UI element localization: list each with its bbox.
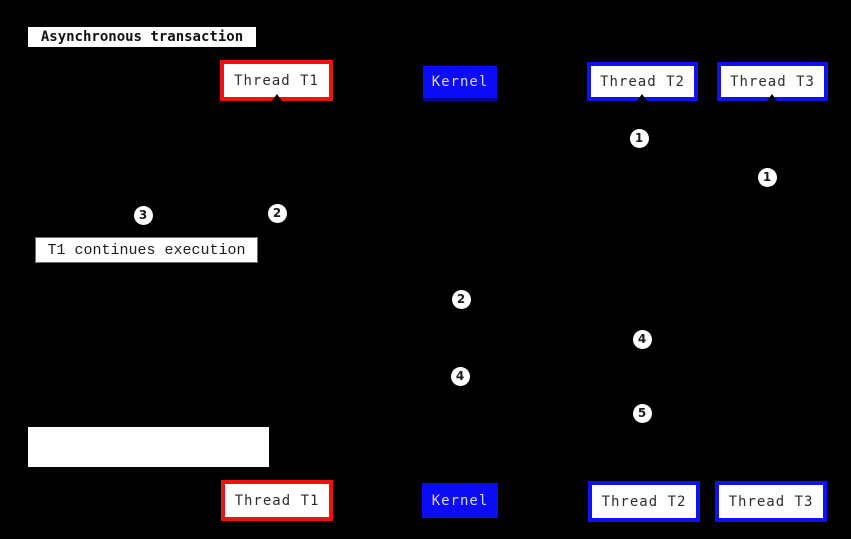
step-marker-2-t1: 2	[267, 203, 287, 223]
step-marker-1-t3: 1	[757, 167, 777, 187]
actor-thread-t3-top-label: Thread T3	[730, 73, 815, 90]
actor-thread-t2-bottom-label: Thread T2	[601, 493, 687, 510]
actor-thread-t2-bottom: Thread T2	[588, 481, 700, 522]
step-marker-5-t2: 5	[632, 403, 652, 423]
actor-thread-t2-top-label: Thread T2	[600, 73, 685, 90]
note-t1-continues: T1 continues execution	[35, 237, 258, 263]
actor-thread-t3-bottom: Thread T3	[715, 481, 827, 522]
actor-thread-t1-bottom: Thread T1	[221, 480, 333, 521]
diagram-title: Asynchronous transaction	[28, 27, 256, 47]
step-marker-4-kernel: 4	[450, 366, 470, 386]
step-marker-3: 3	[133, 205, 153, 225]
lifeline-arrowhead-t1-top-icon	[272, 94, 282, 101]
lifeline-arrowhead-t3-top-icon	[767, 94, 777, 101]
actor-thread-t1-top-label: Thread T1	[234, 72, 319, 89]
step-marker-4-t2: 4	[632, 329, 652, 349]
step-marker-1-t2: 1	[629, 128, 649, 148]
note-blank	[28, 427, 269, 467]
actor-thread-t3-bottom-label: Thread T3	[728, 493, 814, 510]
actor-kernel-bottom: Kernel	[422, 483, 498, 518]
actor-kernel-top: Kernel	[423, 66, 497, 101]
step-marker-2-kernel: 2	[451, 289, 471, 309]
note-t1-continues-label: T1 continues execution	[47, 241, 246, 259]
lifeline-arrowhead-t2-top-icon	[637, 94, 647, 101]
actor-thread-t1-bottom-label: Thread T1	[234, 492, 320, 509]
actor-kernel-bottom-label: Kernel	[431, 492, 489, 509]
actor-kernel-top-label: Kernel	[431, 74, 489, 90]
